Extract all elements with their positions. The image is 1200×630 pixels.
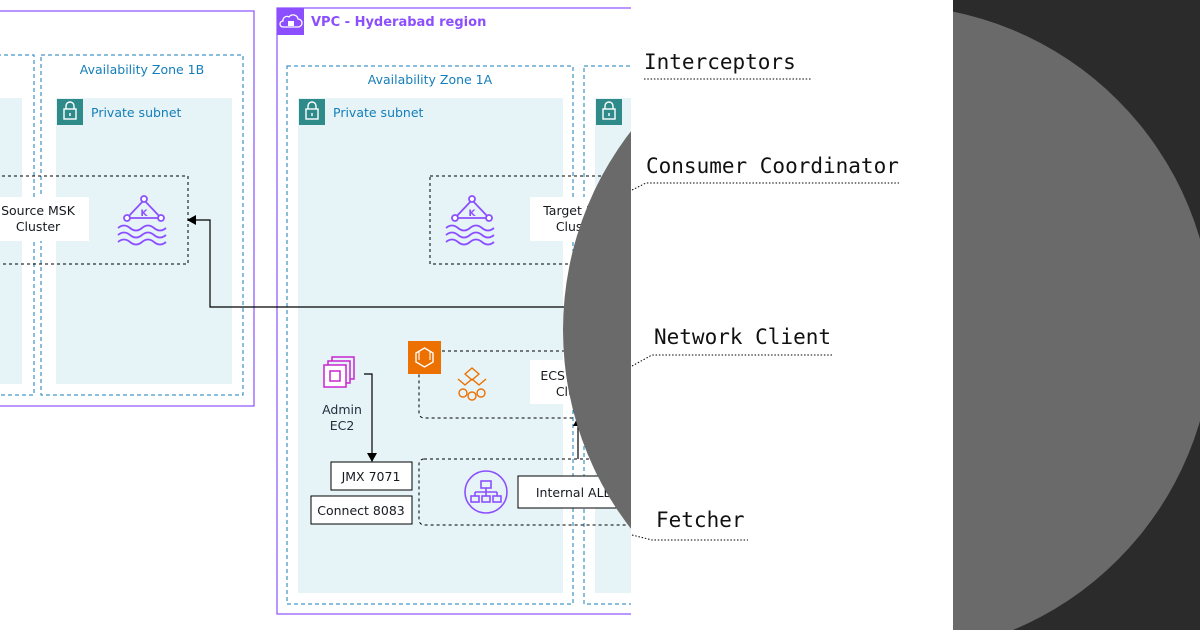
padlock-icon xyxy=(299,99,325,125)
admin-ec2-label-line2: EC2 xyxy=(330,418,355,433)
source-msk-label-line1: Source MSK xyxy=(1,203,76,218)
cloud-lock-icon xyxy=(277,8,304,35)
availability-zone-1a-label: Availability Zone 1A xyxy=(368,72,493,87)
annotation-fetcher: Fetcher xyxy=(656,508,745,532)
private-subnet-1b-label: Private subnet xyxy=(91,105,182,120)
padlock-icon xyxy=(57,99,83,125)
padlock-icon xyxy=(596,99,622,125)
kafka-icon xyxy=(117,195,167,246)
internal-alb-label: Internal ALB xyxy=(536,485,612,500)
jmx-7071-label: JMX 7071 xyxy=(341,469,401,484)
kafka-icon xyxy=(445,195,495,246)
internal-alb-group xyxy=(418,458,645,526)
annotation-network-client-underline xyxy=(631,354,832,367)
connect-8083-label: Connect 8083 xyxy=(317,503,404,518)
source-msk-label-box xyxy=(0,197,89,241)
annotation-consumer-coordinator: Consumer Coordinator xyxy=(646,154,899,178)
ec2-chip-icon xyxy=(323,356,355,388)
annotation-network-client: Network Client xyxy=(654,325,831,349)
annotation-interceptors: Interceptors xyxy=(644,50,796,74)
connect-8083-box xyxy=(310,495,413,525)
source-msk-label-line2: Cluster xyxy=(16,219,61,234)
white-panel-mask xyxy=(631,0,953,630)
vpc-left-border xyxy=(0,10,255,407)
load-balancer-icon xyxy=(464,470,508,514)
kafka-letter-source: K xyxy=(141,209,149,219)
kafka-letter-target: K xyxy=(469,209,477,219)
jmx-7071-box xyxy=(330,461,413,491)
fargate-icon xyxy=(457,367,487,401)
availability-zone-1b-label: Availability Zone 1B xyxy=(80,62,204,77)
vpc-hyderabad-label: VPC - Hyderabad region xyxy=(311,15,486,30)
private-subnet-1a-label: Private subnet xyxy=(333,105,424,120)
ecs-icon xyxy=(408,341,441,374)
admin-ec2-label-line1: Admin xyxy=(322,402,362,417)
annotation-fetcher-underline xyxy=(631,534,748,541)
ec2-to-jmx-arrow xyxy=(364,373,377,462)
